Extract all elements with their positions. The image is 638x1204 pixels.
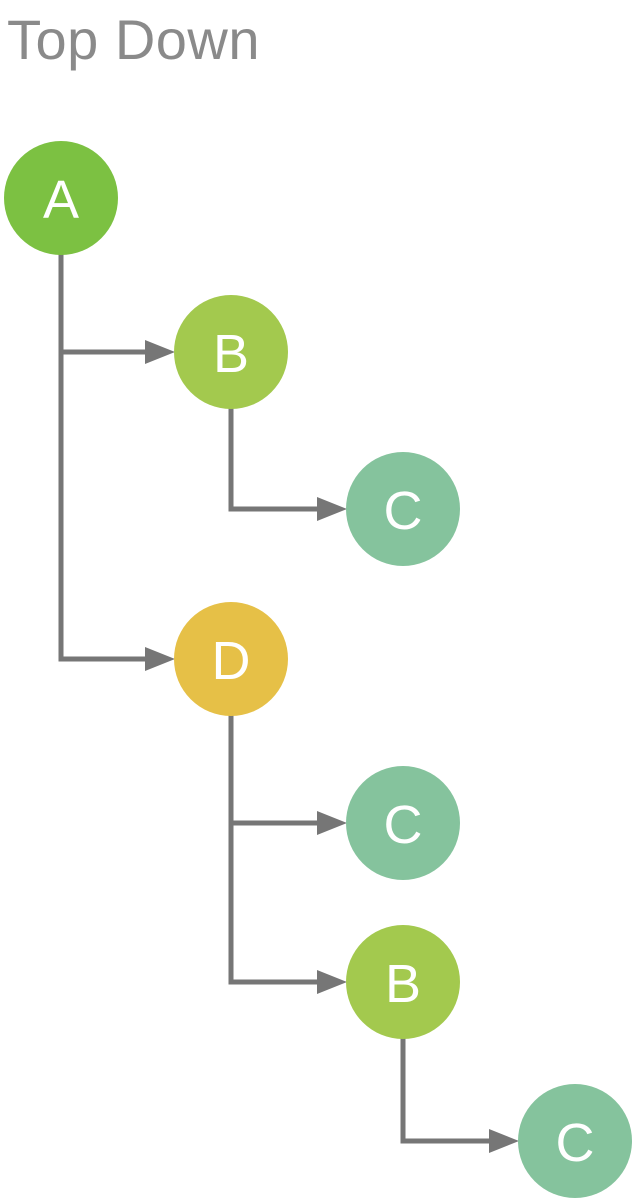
node-circle xyxy=(174,295,288,409)
node-label: B xyxy=(213,324,249,384)
tree-edge-b1-c1 xyxy=(228,407,320,512)
node-circle xyxy=(174,602,288,716)
tree-edge-b2-c3 xyxy=(400,1037,492,1144)
node-circle xyxy=(346,452,460,566)
tree-edge-a-d xyxy=(58,253,148,662)
node-circle xyxy=(346,925,460,1039)
page-title: Top Down xyxy=(7,8,261,71)
arrowhead-icon xyxy=(145,647,175,671)
tree-node-b1: B xyxy=(174,295,288,409)
node-label: C xyxy=(384,481,423,541)
arrowhead-icon xyxy=(145,340,175,364)
arrowhead-icon xyxy=(317,497,347,521)
arrowhead-icon xyxy=(317,970,347,994)
node-label: C xyxy=(556,1113,595,1173)
node-label: A xyxy=(43,170,79,230)
tree-node-c3: C xyxy=(518,1084,632,1198)
tree-node-c1: C xyxy=(346,452,460,566)
node-label: D xyxy=(212,631,251,691)
tree-edge-d-c2 xyxy=(228,714,320,826)
tree-node-c2: C xyxy=(346,766,460,880)
tree-node-d: D xyxy=(174,602,288,716)
node-circle xyxy=(4,141,118,255)
node-circle xyxy=(518,1084,632,1198)
tree-edge-a-b1 xyxy=(58,253,148,355)
node-label: B xyxy=(385,954,421,1014)
tree-node-a: A xyxy=(4,141,118,255)
tree-edge-d-b2 xyxy=(228,714,320,985)
tree-node-b2: B xyxy=(346,925,460,1039)
arrowhead-icon xyxy=(489,1129,519,1153)
node-circle xyxy=(346,766,460,880)
node-label: C xyxy=(384,795,423,855)
arrowhead-icon xyxy=(317,811,347,835)
